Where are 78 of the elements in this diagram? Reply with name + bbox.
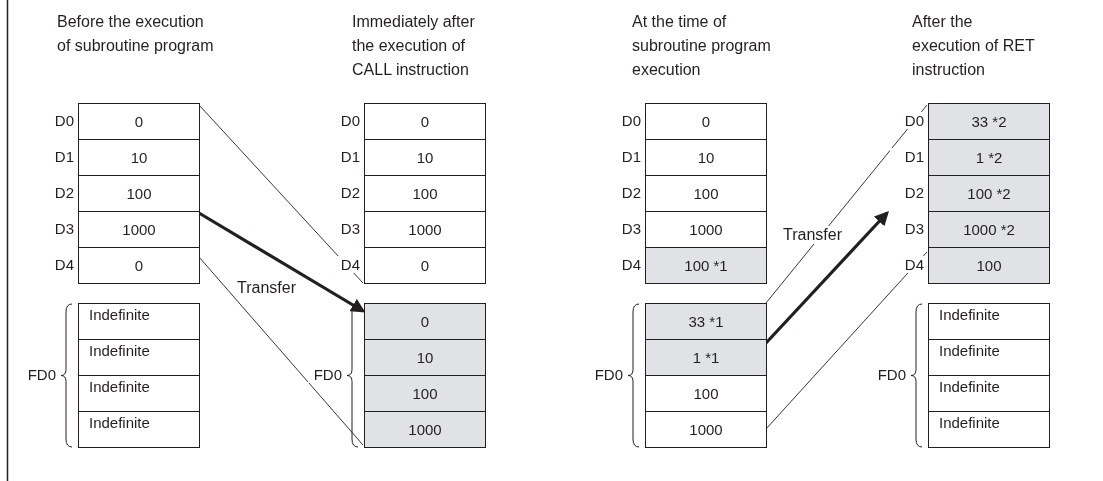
- cell-value: Indefinite: [939, 342, 1000, 359]
- cell-value: 0: [420, 313, 430, 330]
- memory-cell: [928, 411, 1050, 448]
- memory-cell: [364, 411, 486, 448]
- memory-cell: [645, 175, 767, 212]
- cell-value: 100 *2: [967, 185, 1011, 202]
- cell-value: 1000: [122, 221, 156, 238]
- memory-cell: [645, 211, 767, 248]
- cell-value: 10: [416, 149, 434, 166]
- memory-cell: [645, 139, 767, 176]
- cell-value: Indefinite: [89, 414, 150, 431]
- cell-value: 0: [420, 257, 430, 274]
- cell-value: 33 *2: [971, 113, 1007, 130]
- edge-label: Transfer: [782, 226, 843, 244]
- memory-cell: [928, 103, 1050, 140]
- memory-cell: [78, 411, 200, 448]
- memory-cell: [364, 339, 486, 376]
- memory-cell: [645, 411, 767, 448]
- cell-value: Indefinite: [939, 378, 1000, 395]
- cell-value: 100: [693, 185, 719, 202]
- cell-value: 1000: [689, 421, 723, 438]
- memory-cell: [645, 247, 767, 284]
- memory-cell: [928, 247, 1050, 284]
- memory-cell: [645, 339, 767, 376]
- cell-value: 0: [134, 113, 144, 130]
- cell-value: 0: [701, 113, 711, 130]
- cell-value: 100: [693, 385, 719, 402]
- cell-value: 100: [412, 385, 438, 402]
- cell-value: Indefinite: [89, 306, 150, 323]
- cell-value: 10: [697, 149, 715, 166]
- memory-cell: [364, 175, 486, 212]
- cell-value: 100: [412, 185, 438, 202]
- memory-cell: [364, 103, 486, 140]
- memory-cell: [928, 139, 1050, 176]
- memory-cell: [364, 139, 486, 176]
- cell-value: 100: [976, 257, 1002, 274]
- memory-cell: [364, 375, 486, 412]
- cell-value: 0: [134, 257, 144, 274]
- memory-cell: [364, 303, 486, 340]
- cell-value: 100: [126, 185, 152, 202]
- memory-cell: [78, 375, 200, 412]
- memory-cell: [928, 303, 1050, 340]
- cell-value: 1000 *2: [963, 221, 1015, 238]
- memory-cell: [645, 303, 767, 340]
- memory-cell: [78, 303, 200, 340]
- memory-cell: [78, 175, 200, 212]
- memory-cell: [78, 103, 200, 140]
- memory-cell: [928, 339, 1050, 376]
- memory-cell: [78, 211, 200, 248]
- column-title: At the time of subroutine program execution: [632, 12, 772, 80]
- memory-cell: [364, 247, 486, 284]
- cell-value: Indefinite: [89, 342, 150, 359]
- cell-value: 1 *1: [692, 349, 720, 366]
- cell-value: 10: [416, 349, 434, 366]
- cell-value: 1000: [689, 221, 723, 238]
- cell-value: 1 *2: [975, 149, 1003, 166]
- memory-cell: [928, 211, 1050, 248]
- memory-cell: [78, 247, 200, 284]
- cell-value: 0: [420, 113, 430, 130]
- cell-value: Indefinite: [89, 378, 150, 395]
- memory-cell: [364, 211, 486, 248]
- memory-cell: [78, 339, 200, 376]
- cell-value: 33 *1: [688, 313, 724, 330]
- memory-cell: [645, 375, 767, 412]
- cell-value: 1000: [408, 421, 442, 438]
- column-title: Before the execution of subroutine program: [57, 12, 215, 56]
- memory-cell: [928, 175, 1050, 212]
- register-name: D1: [890, 148, 924, 165]
- cell-value: 1000: [408, 221, 442, 238]
- cell-value: 100 *1: [684, 257, 728, 274]
- cell-value: Indefinite: [939, 306, 1000, 323]
- memory-cell: [78, 139, 200, 176]
- memory-cell: [928, 375, 1050, 412]
- column-title: Immediately after the execution of CALL instruction: [352, 12, 476, 80]
- cell-value: 10: [130, 149, 148, 166]
- cell-value: Indefinite: [939, 414, 1000, 431]
- column-title: After the execution of RET instruction: [912, 12, 1036, 80]
- memory-cell: [645, 103, 767, 140]
